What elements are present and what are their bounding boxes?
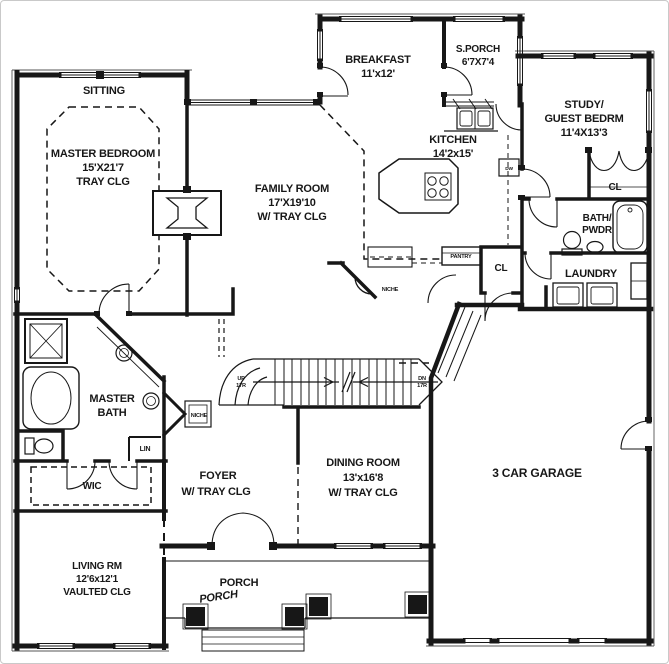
label-s-porch: S.PORCH — [456, 44, 500, 55]
label-kitchen-dims: 14'2x15' — [433, 148, 474, 160]
windows — [14, 16, 652, 649]
label-dining: DINING ROOM — [326, 457, 400, 469]
label-stairs-down: DN — [418, 376, 426, 382]
label-study-closet: CL — [609, 182, 622, 193]
label-foyer-ceiling: W/ TRAY CLG — [181, 486, 250, 498]
cooktop — [424, 172, 452, 201]
open-plan-boundary — [319, 104, 442, 260]
label-family-room: FAMILY ROOM — [255, 183, 329, 195]
roof-outline — [11, 13, 655, 652]
label-master-bedroom-ceiling: TRAY CLG — [76, 176, 129, 188]
label-family-room-dims: 17'X19'10 — [268, 197, 316, 209]
linen-closet — [128, 436, 161, 461]
label-foyer: FOYER — [200, 470, 237, 482]
label-living: LIVING RM — [72, 561, 122, 572]
shower — [24, 318, 68, 364]
labels: SITTING MASTER BEDROOM 15'X21'7 TRAY CLG… — [51, 44, 624, 606]
label-kitchen: KITCHEN — [429, 134, 477, 146]
label-bath: BATH/ — [583, 213, 612, 224]
kitchen-niche-arc — [354, 276, 373, 295]
label-study-dims: 11'4X13'3 — [561, 127, 608, 139]
washer — [552, 282, 584, 308]
label-s-porch-dims: 6'7X7'4 — [462, 57, 495, 68]
label-wic: WIC — [83, 481, 102, 492]
label-dishwasher: DW — [505, 166, 513, 172]
label-master-bedroom-dims: 15'X21'7 — [82, 162, 124, 174]
toilet-tank — [24, 437, 35, 455]
stair-winders — [218, 358, 268, 406]
porch-steps — [201, 629, 305, 652]
guest-sink — [586, 240, 604, 254]
label-breakfast-dims: 11'x12' — [361, 68, 395, 80]
screen-hatch — [452, 98, 493, 110]
label-hall-closet: CL — [495, 263, 508, 274]
porch-column — [285, 607, 304, 626]
guest-toilet — [562, 230, 582, 250]
dryer — [586, 282, 618, 308]
label-dining-ceiling: W/ TRAY CLG — [328, 487, 397, 499]
label-laundry: LAUNDRY — [565, 268, 618, 280]
label-garage: 3 CAR GARAGE — [492, 466, 582, 480]
vanity-sink — [142, 392, 160, 410]
master-tub — [30, 371, 72, 425]
label-pantry: PANTRY — [450, 254, 472, 260]
vanity-sink — [115, 344, 133, 362]
label-sitting: SITTING — [83, 85, 125, 97]
staircase — [218, 358, 443, 406]
label-stairs-down-count: 17R — [417, 383, 427, 389]
guest-bath-fixtures — [561, 186, 649, 256]
guest-tub — [612, 200, 648, 254]
label-living-dims: 12'6x12'1 — [76, 574, 119, 585]
porch-column — [309, 597, 328, 616]
label-study-2: GUEST BEDRM — [544, 113, 623, 125]
label-master-bath-2: BATH — [98, 407, 127, 419]
upper-cabinet — [367, 246, 413, 268]
kitchen-island — [378, 158, 459, 214]
porch-edge — [164, 617, 431, 629]
laundry-fixtures — [552, 262, 648, 308]
label-family-room-ceiling: W/ TRAY CLG — [257, 211, 326, 223]
vanity-counter — [96, 326, 160, 388]
counter-dashed-edge — [370, 135, 509, 264]
porch-column — [408, 595, 427, 614]
label-stairs-up: UP — [237, 376, 245, 382]
label-dining-dims: 13'x16'8 — [343, 472, 383, 484]
pantry-cabinet — [441, 246, 482, 266]
label-porch-script: PORCH — [199, 588, 240, 605]
label-stairs-up-count: 17R — [236, 383, 246, 389]
label-niche-kitchen: NICHE — [382, 287, 399, 293]
label-master-bedroom: MASTER BEDROOM — [51, 148, 155, 160]
stair-direction-line — [253, 371, 438, 393]
tray-ceiling-master — [46, 106, 160, 292]
label-niche-hall: NICHE — [191, 413, 208, 419]
fireplace — [152, 186, 222, 240]
doors — [66, 66, 650, 547]
label-porch: PORCH — [220, 577, 259, 589]
wic-shelving — [30, 466, 152, 506]
hall-niche-box — [184, 400, 212, 428]
firebox — [165, 197, 209, 229]
kitchen-fixtures — [354, 107, 520, 295]
dashed-lines — [30, 104, 509, 559]
label-master-bath: MASTER — [89, 393, 135, 405]
porch-elements — [164, 560, 431, 652]
label-breakfast: BREAKFAST — [345, 54, 411, 66]
garage-entry-steps — [437, 306, 482, 382]
exterior-walls — [12, 14, 654, 651]
label-study: STUDY/ — [564, 99, 603, 111]
label-living-ceiling: VAULTED CLG — [63, 587, 131, 598]
label-bath-2: PWDR — [582, 225, 613, 236]
porch-column — [186, 607, 205, 626]
label-linen: LIN — [140, 446, 151, 453]
toilet-bowl — [34, 438, 54, 454]
master-tub-deck — [22, 366, 80, 430]
master-bath-fixtures — [22, 318, 212, 461]
